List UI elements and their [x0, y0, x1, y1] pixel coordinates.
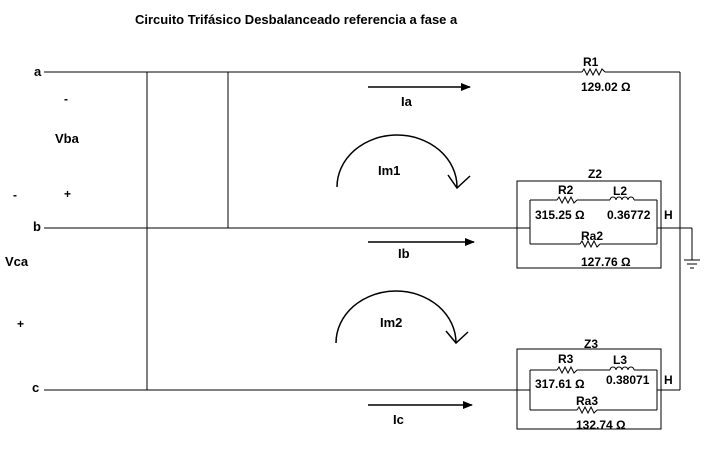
z2-ra2-name: Ra2: [581, 229, 603, 243]
vca-plus: +: [17, 317, 24, 331]
mesh-im1-arc: [336, 134, 458, 188]
z3-r3-name: R3: [558, 352, 574, 366]
node-b-label: b: [33, 219, 41, 234]
z3-l3-value: 0.38071: [606, 373, 650, 387]
z2-box: [516, 180, 662, 269]
z2-l2-value: 0.36772: [607, 208, 651, 222]
vca-minus: -: [13, 188, 17, 202]
z2-r2-name: R2: [558, 183, 574, 197]
r1-value: 129.02 Ω: [581, 80, 631, 94]
z2-r2-resistor: [556, 195, 578, 205]
z2-r2-value: 315.25 Ω: [535, 208, 585, 222]
z2-l2-unit: H: [664, 208, 673, 222]
mesh-im1-label: Im1: [378, 163, 400, 178]
current-ib-label: Ib: [398, 246, 410, 261]
z3-r3-value: 317.61 Ω: [535, 377, 585, 391]
z3-ra3-name: Ra3: [576, 394, 598, 408]
z3-ra3-value: 132.74 Ω: [576, 418, 626, 432]
mesh-im1-arrowhead: [447, 174, 471, 190]
z3-ra3-resistor: [576, 405, 598, 415]
mesh-im2-label: Im2: [380, 315, 402, 330]
current-ia-label: Ia: [401, 94, 413, 109]
node-c-label: c: [32, 380, 39, 395]
mesh-im2-arc: [335, 290, 457, 344]
z3-name: Z3: [584, 337, 598, 351]
node-a-label: a: [34, 64, 42, 79]
z2-ra2-value: 127.76 Ω: [581, 255, 631, 269]
z3-l3-inductor: [609, 366, 635, 371]
z2-l2-inductor: [609, 196, 635, 201]
z3-l3-unit: H: [664, 373, 673, 387]
vba-label: Vba: [55, 131, 80, 146]
z2-l2-name: L2: [613, 184, 627, 198]
z3-r3-resistor: [556, 365, 578, 375]
z2-ra2-resistor: [579, 239, 601, 249]
vca-label: Vca: [5, 254, 29, 269]
mesh-im2-arrowhead: [445, 330, 469, 345]
z3-l3-name: L3: [613, 353, 627, 367]
diagram-title: Circuito Trifásico Desbalanceado referen…: [135, 12, 458, 27]
current-ic-label: Ic: [393, 412, 404, 427]
vba-plus: +: [64, 187, 71, 201]
vba-minus: -: [64, 92, 68, 106]
r1-name: R1: [583, 55, 599, 69]
r1-resistor: [581, 67, 606, 77]
z3-box: [516, 348, 662, 430]
z2-name: Z2: [588, 167, 602, 181]
